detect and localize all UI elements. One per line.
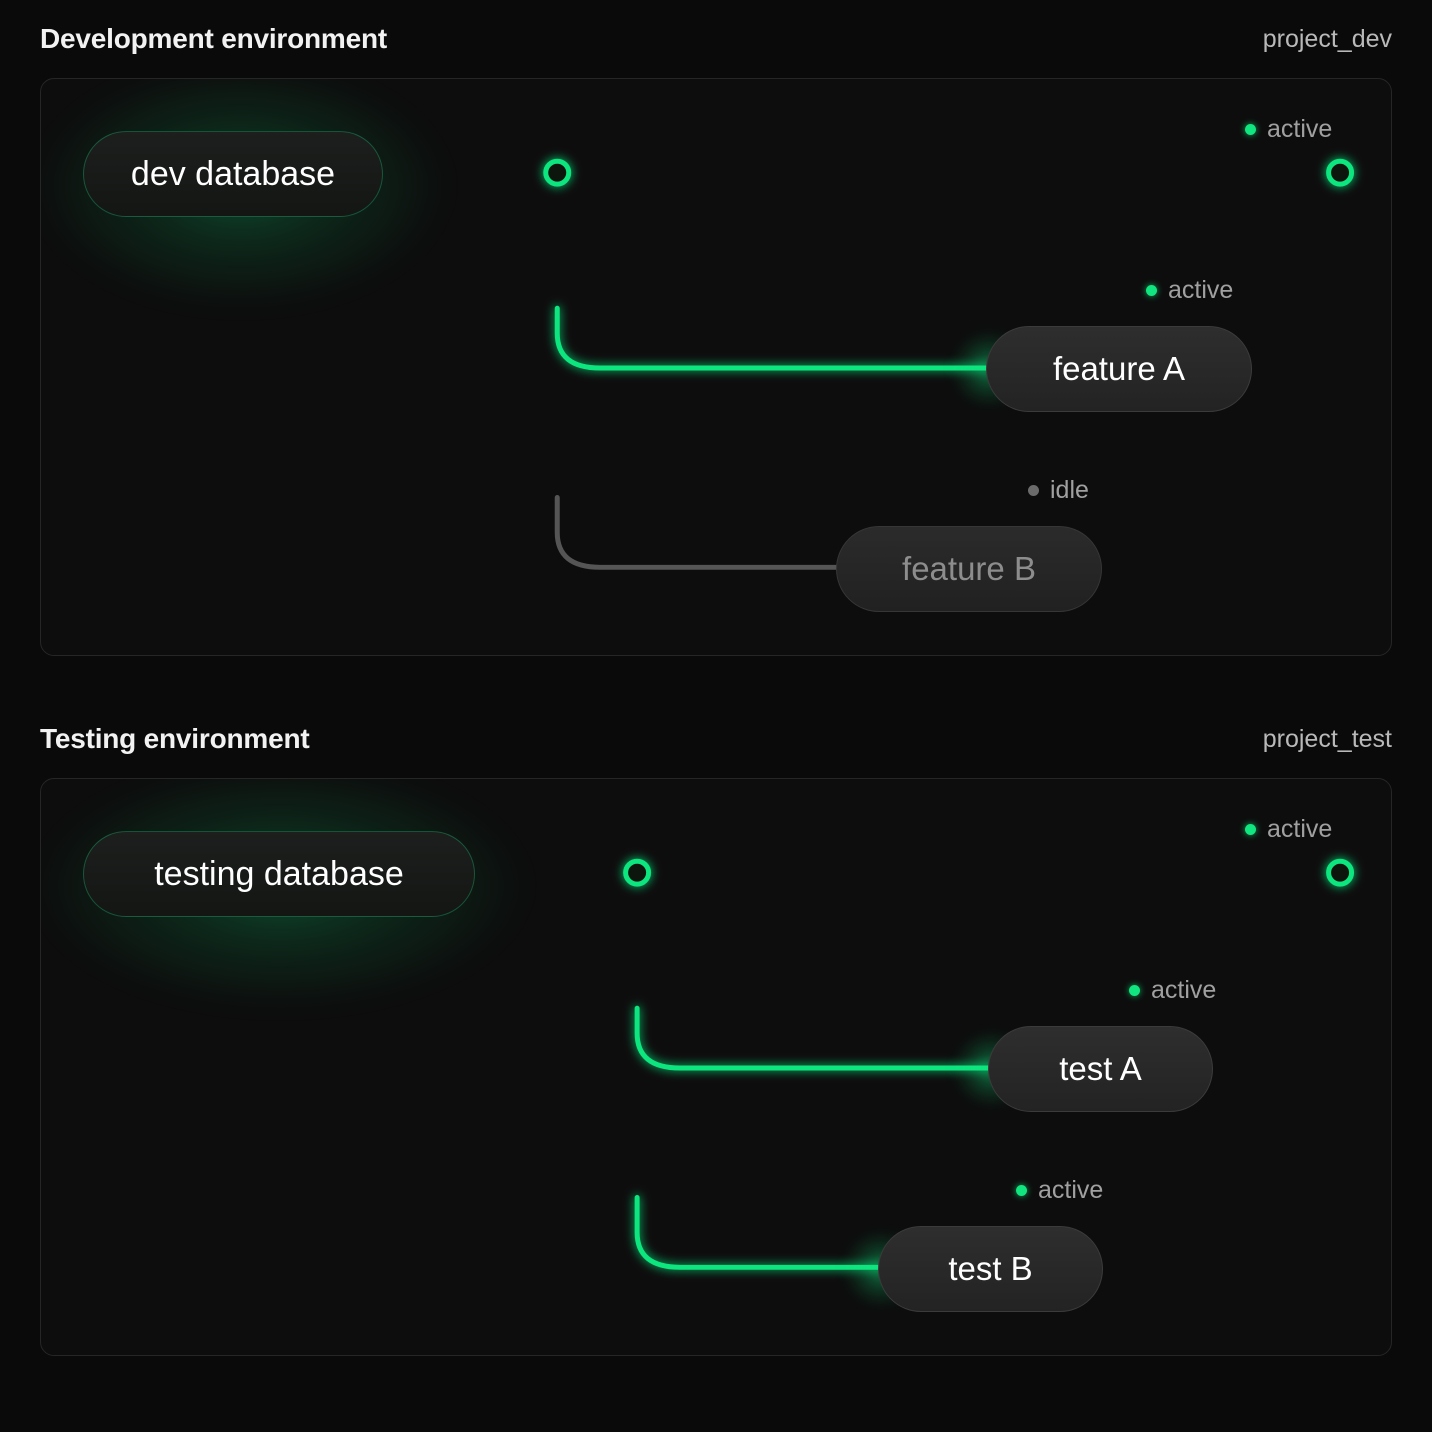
terminal-node[interactable] (1326, 858, 1355, 887)
page-title: Testing environment (40, 723, 310, 754)
node-feature-b[interactable]: feature B (836, 526, 1102, 612)
section-header-testing: Testing environment project_test (40, 700, 1392, 778)
status-feature-b: idle (1028, 478, 1089, 503)
status-dot-icon (1146, 285, 1157, 296)
status-dot-icon (1016, 1185, 1027, 1196)
environment-panel-development: dev database active feature A active fea… (40, 78, 1392, 656)
node-label: test A (1059, 1050, 1142, 1087)
wire-branch-feature-b (554, 495, 840, 570)
status-trunk-testing: active (1245, 817, 1332, 842)
wire-branch-test-b (634, 1195, 883, 1270)
status-label: active (1267, 115, 1333, 143)
section-development: Development environment project_dev (0, 0, 1432, 656)
status-label: active (1151, 976, 1217, 1004)
status-test-a: active (1129, 978, 1216, 1003)
terminal-node[interactable] (1326, 158, 1355, 187)
status-label: active (1038, 1176, 1104, 1204)
status-dot-icon (1245, 124, 1256, 135)
project-name: project_test (1262, 724, 1392, 753)
node-label: dev database (130, 154, 336, 193)
wire-branch-feature-a (554, 305, 991, 371)
node-dev-database[interactable]: dev database (83, 131, 383, 217)
project-name: project_dev (1262, 24, 1392, 53)
status-trunk-development: active (1245, 117, 1332, 142)
section-header-development: Development environment project_dev (40, 0, 1392, 78)
junction-node[interactable] (543, 158, 572, 187)
status-label: idle (1050, 476, 1089, 504)
status-dot-icon (1129, 985, 1140, 996)
status-feature-a: active (1146, 278, 1233, 303)
section-testing: Testing environment project_test (0, 700, 1432, 1356)
node-label: feature A (1052, 350, 1186, 387)
status-label: active (1168, 276, 1234, 304)
wire-branch-test-a (634, 1005, 993, 1071)
environment-panel-testing: testing database active test A active te… (40, 778, 1392, 1356)
status-test-b: active (1016, 1178, 1103, 1203)
node-label: feature B (902, 550, 1036, 587)
node-test-a[interactable]: test A (988, 1026, 1213, 1112)
node-label: testing database (154, 854, 404, 893)
status-dot-icon (1245, 824, 1256, 835)
node-test-b[interactable]: test B (878, 1226, 1103, 1312)
junction-node[interactable] (623, 858, 652, 887)
page-title: Development environment (40, 23, 388, 54)
status-dot-icon (1028, 485, 1039, 496)
node-label: test B (948, 1250, 1033, 1287)
status-label: active (1267, 815, 1333, 843)
node-testing-database[interactable]: testing database (83, 831, 475, 917)
node-feature-a[interactable]: feature A (986, 326, 1252, 412)
